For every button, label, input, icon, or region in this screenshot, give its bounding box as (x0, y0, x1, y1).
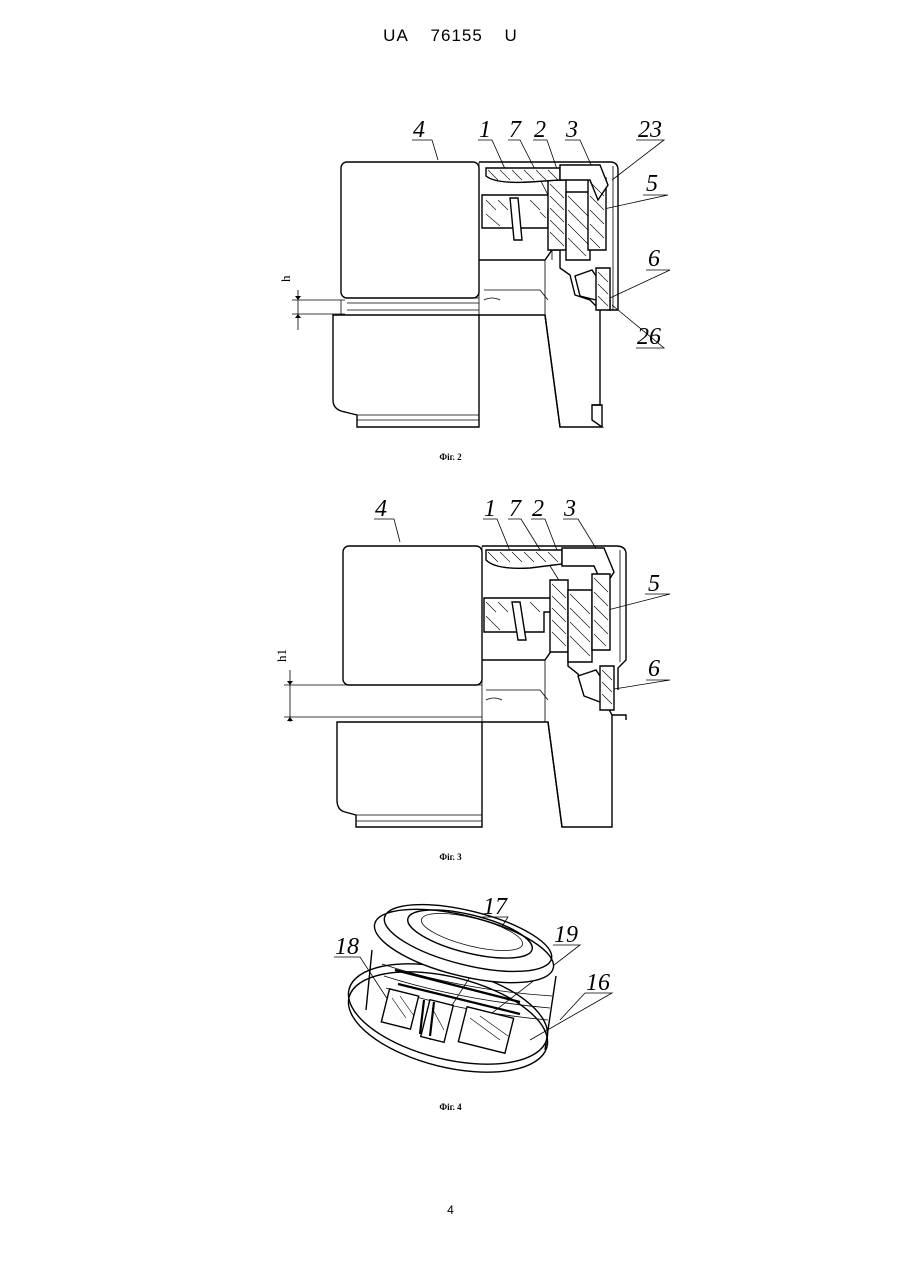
fig2-label-5: 5 (646, 171, 658, 197)
page-number: 4 (0, 1203, 901, 1217)
figure-2-caption: Фіг. 2 (0, 452, 901, 462)
patent-number: 76155 (431, 26, 483, 46)
figure-4-drawing: 17 19 18 16 (0, 890, 901, 1100)
figure-2: 4 1 7 2 3 23 5 6 26 h (0, 100, 901, 440)
fig3-label-4: 4 (375, 496, 387, 522)
fig3-label-5: 5 (648, 571, 660, 597)
figure-4: 17 19 18 16 (0, 890, 901, 1100)
figure-3-drawing: 4 1 7 2 3 5 6 h1 (0, 490, 901, 840)
fig2-dimension-h: h (278, 275, 293, 282)
fig3-label-3: 3 (563, 496, 576, 522)
fig2-label-6: 6 (648, 246, 660, 272)
fig4-label-18: 18 (335, 934, 359, 960)
fig3-label-2: 2 (532, 496, 544, 522)
fig2-label-3: 3 (565, 117, 578, 143)
fig2-label-23: 23 (638, 117, 662, 143)
fig4-label-17: 17 (483, 894, 508, 920)
figure-4-caption: Фіг. 4 (0, 1102, 901, 1112)
fig4-label-16: 16 (586, 970, 610, 996)
figure-2-drawing: 4 1 7 2 3 23 5 6 26 h (0, 100, 901, 440)
figure-3: 4 1 7 2 3 5 6 h1 (0, 490, 901, 840)
patent-kind: U (505, 26, 518, 46)
fig2-label-26: 26 (637, 324, 661, 350)
patent-office: UA (383, 26, 409, 46)
fig3-dimension-h1: h1 (274, 649, 289, 662)
fig4-label-19: 19 (554, 922, 578, 948)
fig3-label-1: 1 (484, 496, 496, 522)
fig2-label-1: 1 (479, 117, 491, 143)
document-header: UA 76155 U (0, 26, 901, 46)
fig2-label-4: 4 (413, 117, 425, 143)
fig3-label-6: 6 (648, 656, 660, 682)
figure-3-caption: Фіг. 3 (0, 852, 901, 862)
fig2-label-7: 7 (509, 117, 522, 143)
fig3-label-7: 7 (509, 496, 522, 522)
fig2-label-2: 2 (534, 117, 546, 143)
